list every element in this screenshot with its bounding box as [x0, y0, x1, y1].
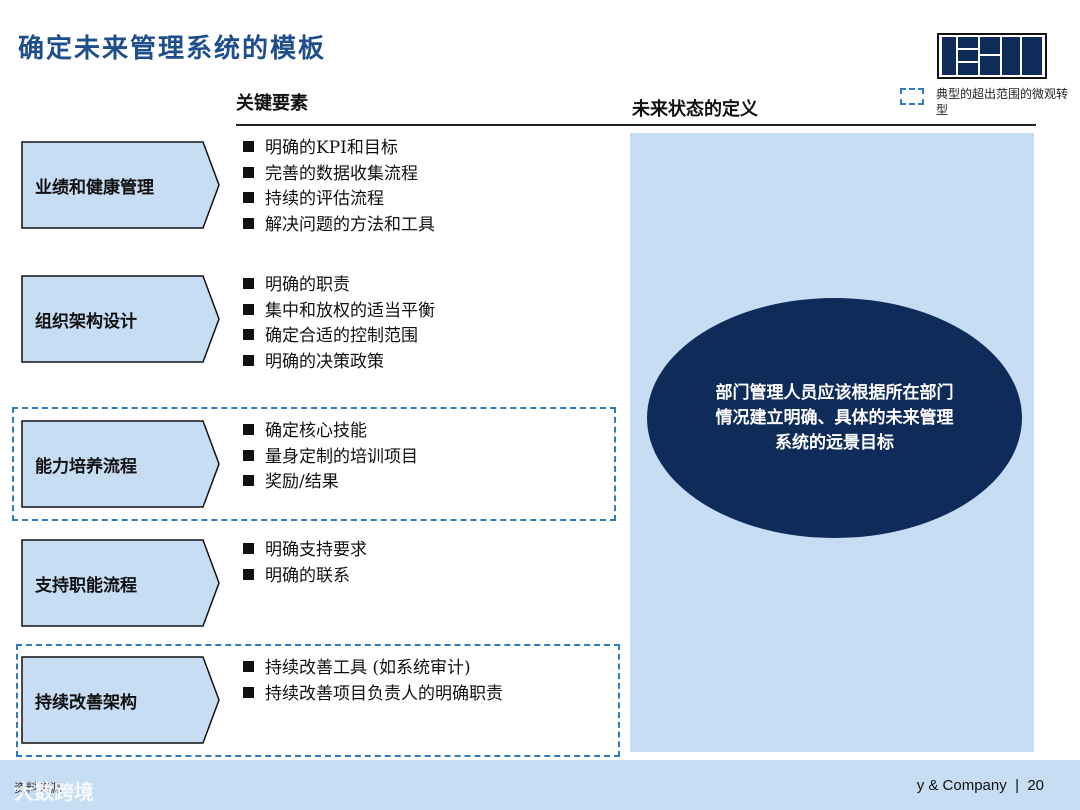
bullet-square-icon: [243, 568, 254, 580]
company-logo-icon: [937, 33, 1047, 79]
chevron-shape: [21, 141, 220, 229]
bullet-item: 持续改善项目负责人的明确职责: [243, 682, 503, 708]
watermark: 大数跨境: [14, 780, 94, 804]
bullets-support: 明确支持要求 明确的联系: [243, 538, 367, 589]
bullet-square-icon: [243, 449, 254, 461]
bullet-square-icon: [243, 329, 254, 340]
bullet-square-icon: [243, 278, 254, 289]
category-label: 业绩和健康管理: [35, 177, 154, 198]
category-continuous-improvement: 持续改善架构: [21, 656, 221, 744]
vision-ellipse: 部门管理人员应该根据所在部门情况建立明确、具体的未来管理系统的远景目标: [647, 298, 1022, 538]
footer: 资料来源 y & Company | 20: [0, 760, 1080, 810]
bullet-square-icon: [243, 354, 254, 366]
bullet-item: 确定合适的控制范围: [243, 324, 435, 350]
bullet-text: 解决问题的方法和工具: [265, 214, 435, 235]
chevron-shape: [21, 420, 220, 508]
dashed-box-icon: [900, 88, 924, 105]
header-key-elements: 关键要素: [236, 93, 308, 114]
bullet-text: 量身定制的培训项目: [265, 446, 418, 467]
bullet-item: 确定核心技能: [243, 419, 418, 445]
bullet-text: 集中和放权的适当平衡: [265, 300, 435, 321]
bullet-text: 明确支持要求: [265, 540, 367, 560]
page-title: 确定未来管理系统的模板: [18, 34, 327, 64]
vision-text: 部门管理人员应该根据所在部门情况建立明确、具体的未来管理系统的远景目标: [715, 382, 954, 453]
category-support: 支持职能流程: [21, 539, 221, 627]
bullet-item: 持续的评估流程: [243, 187, 435, 213]
category-org-design: 组织架构设计: [21, 275, 221, 363]
bullet-square-icon: [243, 661, 254, 672]
chevron-shape: [21, 656, 220, 744]
bullet-text: 确定合适的控制范围: [265, 326, 418, 346]
bullet-item: 集中和放权的适当平衡: [243, 299, 435, 325]
company-name: y & Company: [916, 777, 1007, 794]
bullet-text: 确定核心技能: [265, 421, 367, 441]
bullet-square-icon: [243, 686, 254, 698]
header-divider: [236, 124, 1036, 126]
bullets-capability: 确定核心技能 量身定制的培训项目 奖励/结果: [243, 419, 418, 496]
bullet-item: 明确支持要求: [243, 538, 367, 564]
bullet-item: 持续改善工具 (如系统审计): [243, 656, 503, 682]
category-performance: 业绩和健康管理: [21, 141, 221, 229]
legend-text: 典型的超出范围的微观转型: [936, 87, 1069, 117]
bullet-text: 明确的职责: [265, 275, 350, 295]
bullets-continuous-improvement: 持续改善工具 (如系统审计) 持续改善项目负责人的明确职责: [243, 656, 503, 707]
bullet-text: 持续改善项目负责人的明确职责: [265, 683, 503, 704]
bullet-item: 量身定制的培训项目: [243, 445, 418, 471]
bullet-square-icon: [243, 303, 254, 315]
footer-separator: |: [1010, 777, 1028, 794]
bullet-square-icon: [243, 475, 254, 486]
out-of-scope-group-1: [12, 407, 616, 521]
bullet-square-icon: [243, 543, 254, 554]
bullet-item: 明确的联系: [243, 564, 367, 590]
bullet-item: 完善的数据收集流程: [243, 162, 435, 188]
bullet-square-icon: [243, 166, 254, 178]
bullet-text: 奖励/结果: [265, 472, 339, 492]
bullet-square-icon: [243, 141, 254, 152]
category-label: 持续改善架构: [35, 692, 137, 713]
bullet-square-icon: [243, 424, 254, 435]
category-capability: 能力培养流程: [21, 420, 221, 508]
page-number: 20: [1027, 777, 1044, 794]
bullets-performance: 明确的KPI和目标 完善的数据收集流程 持续的评估流程 解决问题的方法和工具: [243, 136, 435, 238]
bullet-text: 持续的评估流程: [265, 189, 384, 209]
header-future-state: 未来状态的定义: [632, 99, 758, 120]
bullet-text: 持续改善工具 (如系统审计): [265, 658, 471, 678]
out-of-scope-group-2: [16, 644, 620, 757]
footer-company: y & Company | 20: [917, 777, 1044, 794]
bullet-square-icon: [243, 217, 254, 229]
category-label: 组织架构设计: [35, 311, 137, 332]
bullet-text: 明确的KPI和目标: [265, 138, 398, 158]
footer-source: 资料来源: [14, 781, 63, 795]
bullet-item: 明确的职责: [243, 273, 435, 299]
bullet-item: 明确的决策政策: [243, 350, 435, 376]
bullet-square-icon: [243, 192, 254, 203]
chevron-shape: [21, 539, 220, 627]
bullet-text: 明确的联系: [265, 565, 350, 586]
category-label: 支持职能流程: [35, 575, 137, 596]
category-label: 能力培养流程: [35, 456, 137, 477]
bullet-text: 明确的决策政策: [265, 351, 384, 372]
chevron-shape: [21, 275, 220, 363]
bullet-item: 解决问题的方法和工具: [243, 213, 435, 239]
bullet-text: 完善的数据收集流程: [265, 163, 418, 184]
bullet-item: 奖励/结果: [243, 470, 418, 496]
bullets-org-design: 明确的职责 集中和放权的适当平衡 确定合适的控制范围 明确的决策政策: [243, 273, 435, 375]
bullet-item: 明确的KPI和目标: [243, 136, 435, 162]
